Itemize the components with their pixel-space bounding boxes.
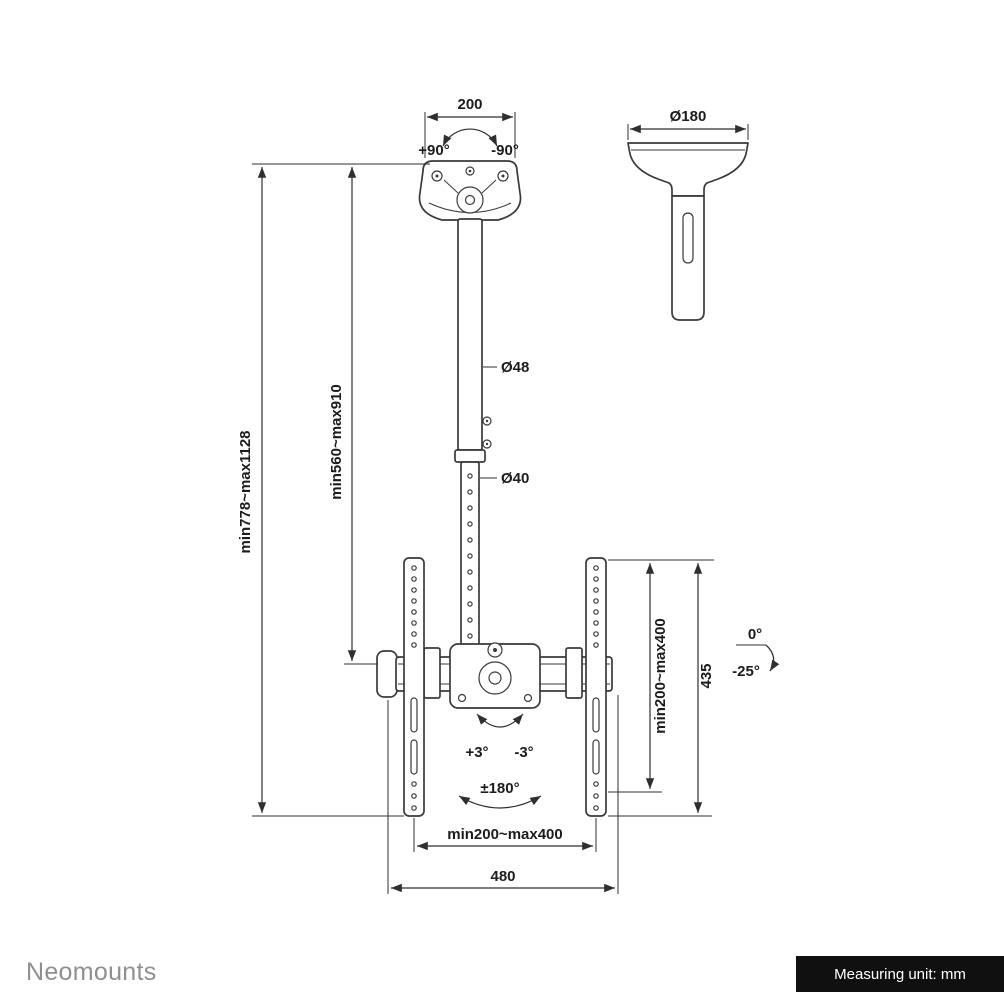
dim-pole-height: min560~max910 (328, 167, 378, 665)
total-height-label: min778~max1128 (237, 430, 254, 553)
cup-diameter-label: Ø180 (670, 108, 707, 125)
tilt-down-label: -3° (514, 744, 533, 761)
measuring-unit-text: Measuring unit: mm (834, 965, 966, 983)
vesa-horizontal-label: min200~max400 (447, 826, 563, 843)
bracket-height-label: 435 (698, 663, 715, 688)
dim-total-height: min778~max1128 (237, 163, 430, 817)
vesa-vertical-label: min200~max400 (652, 618, 669, 734)
upper-pole-diameter-label: Ø48 (501, 359, 529, 376)
tilt-fine-annotation: +3° -3° (465, 713, 534, 761)
swivel-right-label: -90° (491, 142, 519, 159)
vesa-rail-left (403, 557, 425, 817)
adjustment-holes (467, 473, 473, 639)
dim-vesa-horizontal: min200~max400 (413, 818, 597, 852)
dim-total-width: 480 (387, 695, 619, 894)
dim-top-width: 200 (424, 96, 516, 158)
tilt-up-label: +3° (465, 744, 488, 761)
pivot-housing (449, 642, 541, 709)
tilt-range-annotation: 0° -25° (732, 626, 780, 680)
pole-height-label: min560~max910 (328, 384, 345, 500)
telescopic-pole: Ø48 Ø40 (454, 218, 529, 648)
dim-bracket-height: 435 (608, 563, 715, 817)
rotation-annotation: ±180° (458, 780, 542, 809)
ceiling-cup-side-view: Ø180 (627, 108, 749, 321)
swivel-annotation: +90° -90° (418, 128, 519, 159)
total-width-label: 480 (490, 868, 515, 885)
vesa-rail-right (585, 557, 607, 817)
angle-tilt-label: -25° (732, 663, 760, 680)
brand-logo: Neomounts (26, 958, 157, 986)
dim-vesa-vertical: min200~max400 (608, 559, 714, 793)
lower-pole-diameter-label: Ø40 (501, 470, 529, 487)
rotation-label: ±180° (480, 780, 519, 797)
angle-zero-label: 0° (748, 626, 762, 643)
swivel-left-label: +90° (418, 142, 449, 159)
measuring-unit-bar: Measuring unit: mm (796, 956, 1004, 992)
ceiling-plate-front (418, 160, 522, 221)
dim-label-top-width: 200 (457, 96, 482, 113)
